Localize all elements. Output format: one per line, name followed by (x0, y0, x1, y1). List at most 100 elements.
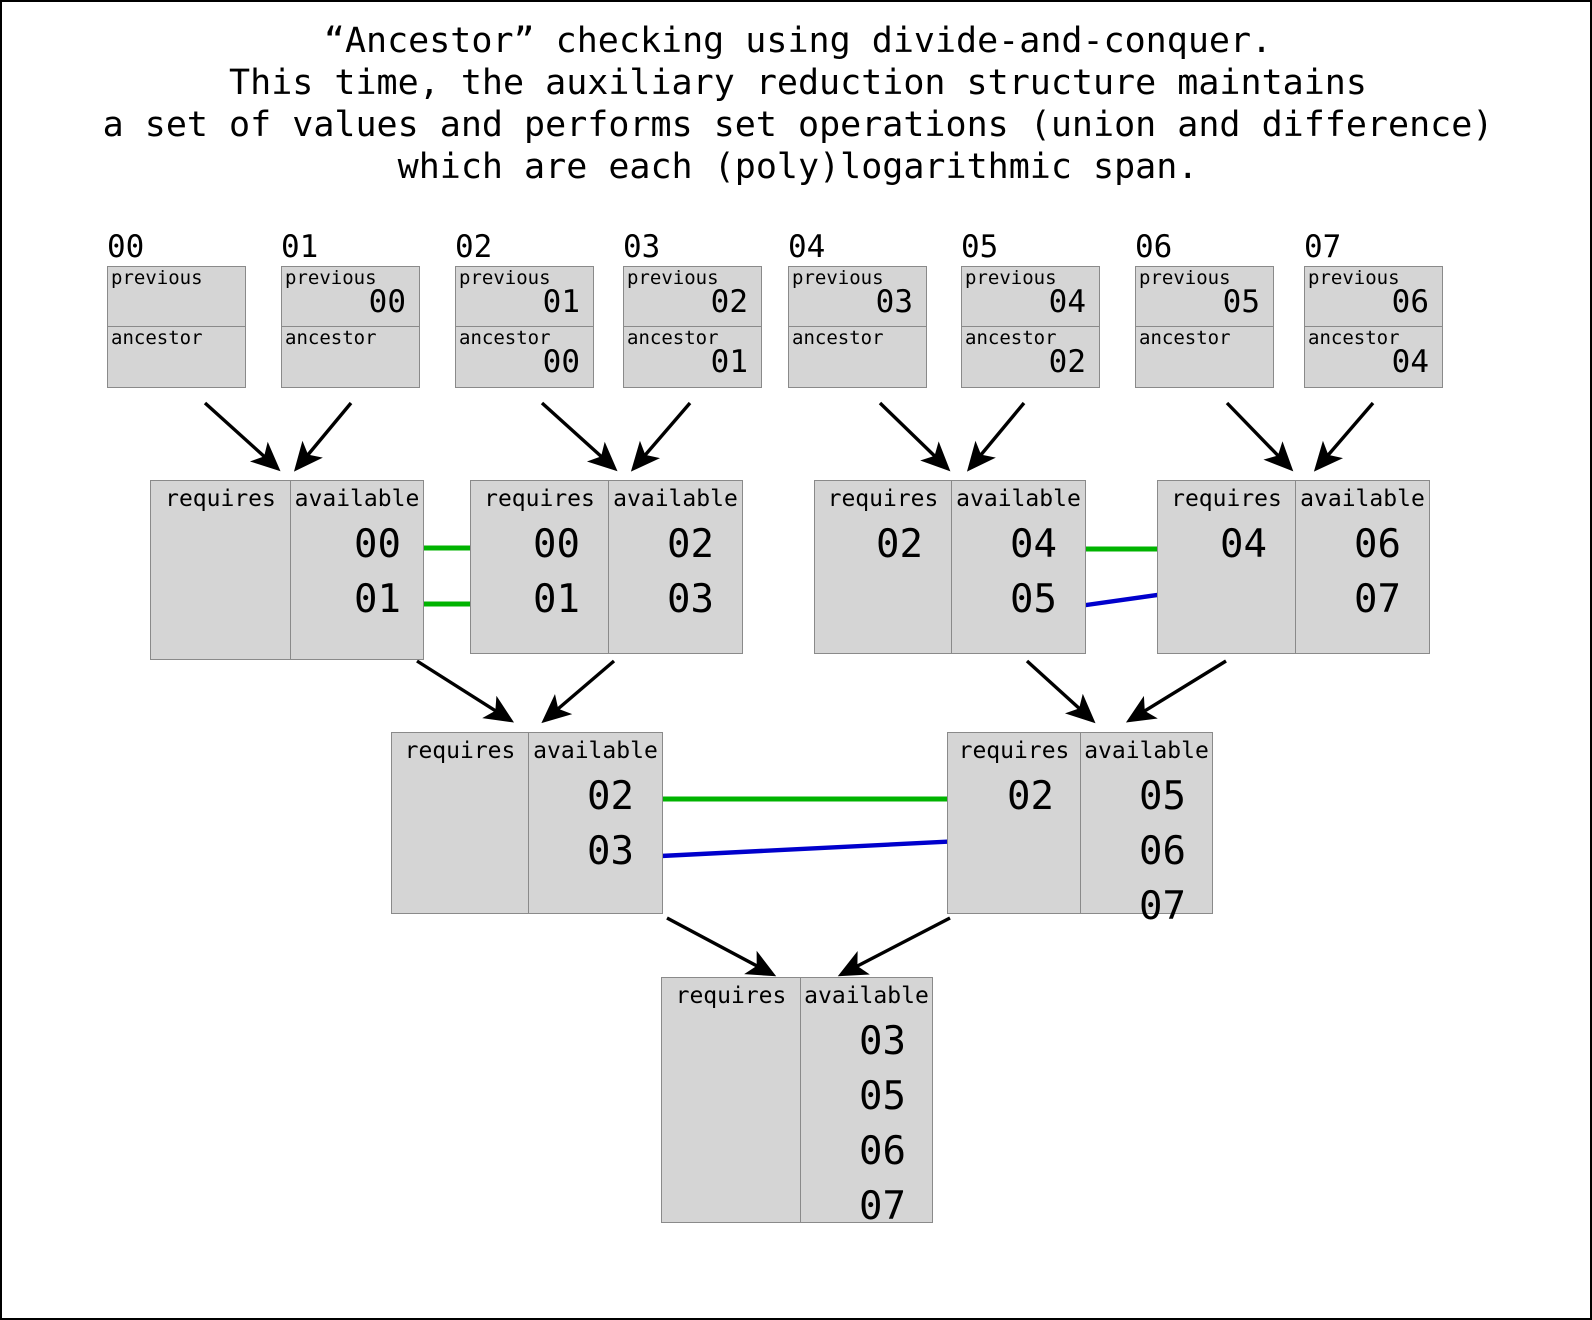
value-item: 00 (533, 522, 580, 567)
available-column: available 06 07 (1296, 481, 1429, 653)
value-item: 01 (533, 577, 580, 622)
available-column: available 02 03 (609, 481, 742, 653)
previous-label: previous (459, 267, 551, 289)
requires-column: requires 02 (815, 481, 952, 653)
previous-label: previous (792, 267, 884, 289)
ancestor-label: ancestor (1308, 327, 1400, 349)
reduction-node-root[interactable]: requires available 03 05 06 07 (661, 977, 933, 1229)
previous-value: 04 (1048, 284, 1086, 320)
reduction-node-L2B[interactable]: requires 00 01 available 02 03 (470, 480, 743, 654)
leaf-ancestor-cell: ancestor (1136, 327, 1273, 387)
requires-column: requires (662, 978, 801, 1222)
previous-label: previous (1139, 267, 1231, 289)
value-item: 01 (354, 577, 401, 622)
value-item: 05 (1010, 577, 1057, 622)
requires-values: 02 (815, 517, 951, 572)
previous-value: 01 (542, 284, 580, 320)
value-item: 05 (859, 1074, 906, 1119)
value-item: 02 (667, 522, 714, 567)
value-item: 00 (354, 522, 401, 567)
leaf-index-01: 01 (281, 229, 319, 265)
leaf-index-02: 02 (455, 229, 493, 265)
value-item: 05 (1139, 774, 1186, 819)
requires-header: requires (827, 486, 939, 512)
leaf-previous-cell: previous 04 (962, 267, 1099, 327)
leaf-ancestor-cell: ancestor 02 (962, 327, 1099, 387)
previous-label: previous (1308, 267, 1400, 289)
leaf-index-04: 04 (788, 229, 826, 265)
available-values: 00 01 (291, 517, 423, 627)
leaf-index-05: 05 (961, 229, 999, 265)
previous-value: 06 (1391, 284, 1429, 320)
available-header: available (613, 486, 738, 512)
value-item: 07 (859, 1184, 906, 1229)
requires-header: requires (404, 738, 516, 764)
requires-header: requires (675, 983, 787, 1009)
available-header: available (1084, 738, 1209, 764)
requires-header: requires (958, 738, 1070, 764)
requires-column: requires 00 01 (471, 481, 609, 653)
reduction-node-L2C[interactable]: requires 02 available 04 05 (814, 480, 1086, 654)
value-item: 06 (859, 1129, 906, 1174)
ancestor-label: ancestor (965, 327, 1057, 349)
available-column: available 00 01 (291, 481, 423, 659)
leaf-index-03: 03 (623, 229, 661, 265)
reduction-node-L2D[interactable]: requires 04 available 06 07 (1157, 480, 1430, 654)
requires-header: requires (1171, 486, 1282, 512)
leaf-node-03[interactable]: previous 02 ancestor 01 (623, 266, 762, 388)
ancestor-label: ancestor (111, 327, 203, 349)
leaf-ancestor-cell: ancestor (789, 327, 926, 387)
leaf-ancestor-cell: ancestor 01 (624, 327, 761, 387)
tree-arrows-level2-to-root (666, 916, 951, 977)
value-item: 02 (1007, 774, 1054, 819)
reduction-node-L3A[interactable]: requires available 02 03 (391, 732, 663, 914)
value-item: 06 (1354, 522, 1401, 567)
ancestor-label: ancestor (285, 327, 377, 349)
requires-header: requires (165, 486, 276, 512)
leaf-index-06: 06 (1135, 229, 1173, 265)
reduction-node-L3B[interactable]: requires 02 available 05 06 07 (947, 732, 1213, 929)
ancestor-label: ancestor (459, 327, 551, 349)
available-values: 06 07 (1296, 517, 1429, 627)
available-header: available (533, 738, 658, 764)
leaf-node-01[interactable]: previous 00 ancestor (281, 266, 420, 388)
requires-column: requires (151, 481, 291, 659)
leaf-previous-cell: previous 06 (1305, 267, 1442, 327)
requires-column: requires 04 (1158, 481, 1296, 653)
leaf-node-06[interactable]: previous 05 ancestor (1135, 266, 1274, 388)
leaf-previous-cell: previous 03 (789, 267, 926, 327)
leaf-index-00: 00 (107, 229, 145, 265)
leaf-node-04[interactable]: previous 03 ancestor (788, 266, 927, 388)
leaf-node-00[interactable]: previous ancestor (107, 266, 246, 388)
leaf-previous-cell: previous 01 (456, 267, 593, 327)
value-item: 03 (587, 829, 634, 874)
available-column: available 03 05 06 07 (801, 978, 932, 1229)
ancestor-value: 02 (1048, 344, 1086, 380)
page-title: “Ancestor” checking using divide-and-con… (102, 21, 1494, 187)
value-item: 06 (1139, 829, 1186, 874)
previous-label: previous (285, 267, 377, 289)
available-header: available (1300, 486, 1425, 512)
leaf-node-02[interactable]: previous 01 ancestor 00 (455, 266, 594, 388)
leaf-node-05[interactable]: previous 04 ancestor 02 (961, 266, 1100, 388)
leaf-ancestor-cell: ancestor 04 (1305, 327, 1442, 387)
value-item: 02 (587, 774, 634, 819)
previous-label: previous (965, 267, 1057, 289)
available-values: 04 05 (952, 517, 1085, 627)
leaf-ancestor-cell: ancestor (108, 327, 245, 387)
reduction-node-L2A[interactable]: requires available 00 01 (150, 480, 424, 660)
requires-column: requires 02 (948, 733, 1081, 913)
leaf-node-07[interactable]: previous 06 ancestor 04 (1304, 266, 1443, 388)
available-values: 05 06 07 (1081, 769, 1212, 934)
available-values: 03 05 06 07 (801, 1014, 932, 1234)
available-header: available (956, 486, 1081, 512)
previous-value: 03 (875, 284, 913, 320)
value-item: 04 (1220, 522, 1267, 567)
requires-header: requires (484, 486, 595, 512)
value-item: 03 (667, 577, 714, 622)
previous-value: 00 (368, 284, 406, 320)
previous-label: previous (111, 267, 203, 289)
leaf-previous-cell: previous 05 (1136, 267, 1273, 327)
available-column: available 05 06 07 (1081, 733, 1212, 929)
